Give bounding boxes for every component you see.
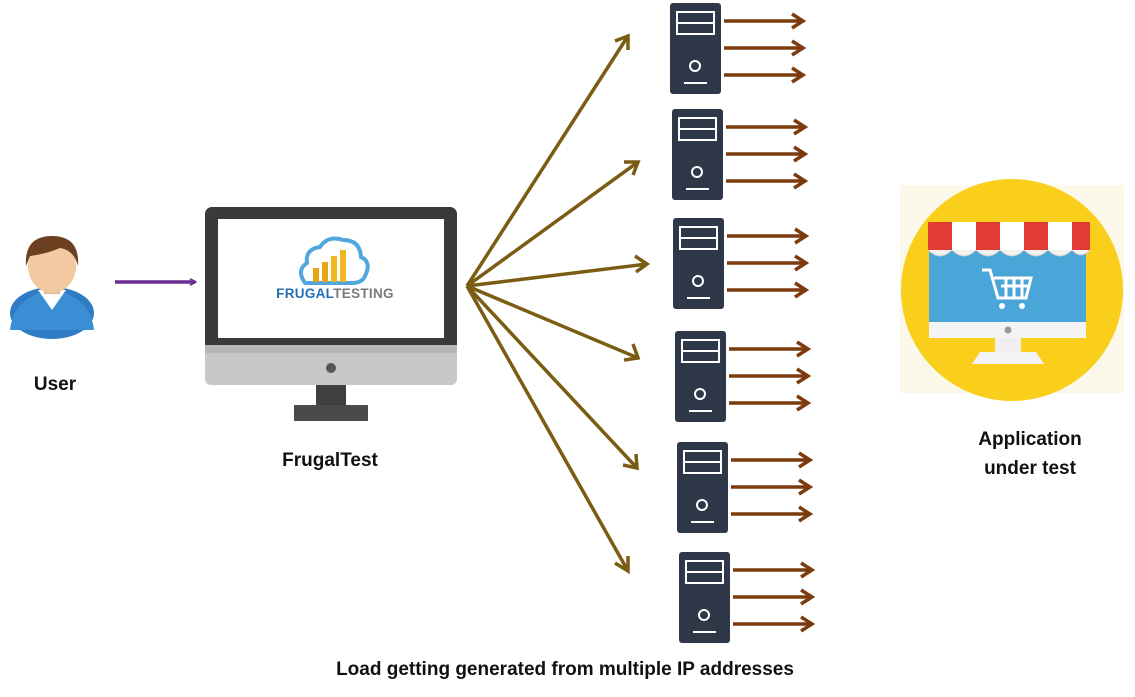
server-tower-icon — [673, 218, 724, 309]
servers-group — [670, 3, 816, 643]
user-avatar-icon — [10, 236, 94, 339]
server-output-arrow — [733, 615, 816, 633]
online-shop-cart-icon — [900, 179, 1124, 401]
server-output-arrow — [733, 561, 816, 579]
server-tower-icon — [675, 331, 726, 422]
server-output-arrow — [726, 172, 809, 190]
server-output-arrow — [724, 39, 807, 57]
server-output-arrow — [731, 451, 814, 469]
logo-word-frugal: FRUGAL — [276, 286, 334, 301]
application-under-test-label: Application under test — [945, 425, 1115, 483]
fanout-arrow-6 — [465, 285, 630, 575]
server-output-arrow — [731, 505, 814, 523]
server-tower-icon — [670, 3, 721, 94]
server-output-arrow — [729, 367, 812, 385]
user-label: User — [33, 374, 77, 395]
application-label-line-2: under test — [984, 458, 1076, 479]
frugaltest-label: FrugalTest — [282, 450, 378, 471]
server-output-arrow — [727, 281, 810, 299]
fanout-arrow-5 — [465, 284, 639, 471]
cloud-chart-logo — [299, 236, 370, 285]
server-tower-icon — [672, 109, 723, 200]
server-output-arrow — [726, 118, 809, 136]
logo-word-testing: TESTING — [333, 286, 394, 301]
load-caption: Load getting generated from multiple IP … — [336, 659, 794, 680]
fanout-arrow-3 — [466, 254, 651, 288]
server-tower-icon — [679, 552, 730, 643]
fanout-arrows — [465, 33, 651, 575]
server-output-arrow — [724, 66, 807, 84]
server-output-arrow — [727, 254, 810, 272]
server-output-arrow — [726, 145, 809, 163]
fanout-arrow-4 — [466, 284, 641, 362]
server-output-arrow — [724, 12, 807, 30]
application-label-line-1: Application — [978, 429, 1082, 450]
server-output-arrow — [733, 588, 816, 606]
server-output-arrow — [731, 478, 814, 496]
server-output-arrow — [729, 340, 812, 358]
server-output-arrow — [727, 227, 810, 245]
fanout-arrow-2 — [465, 160, 641, 288]
server-tower-icon — [677, 442, 728, 533]
logo-wordmark: FRUGALTESTING — [255, 286, 415, 302]
fanout-arrow-1 — [465, 33, 630, 287]
server-output-arrow — [729, 394, 812, 412]
